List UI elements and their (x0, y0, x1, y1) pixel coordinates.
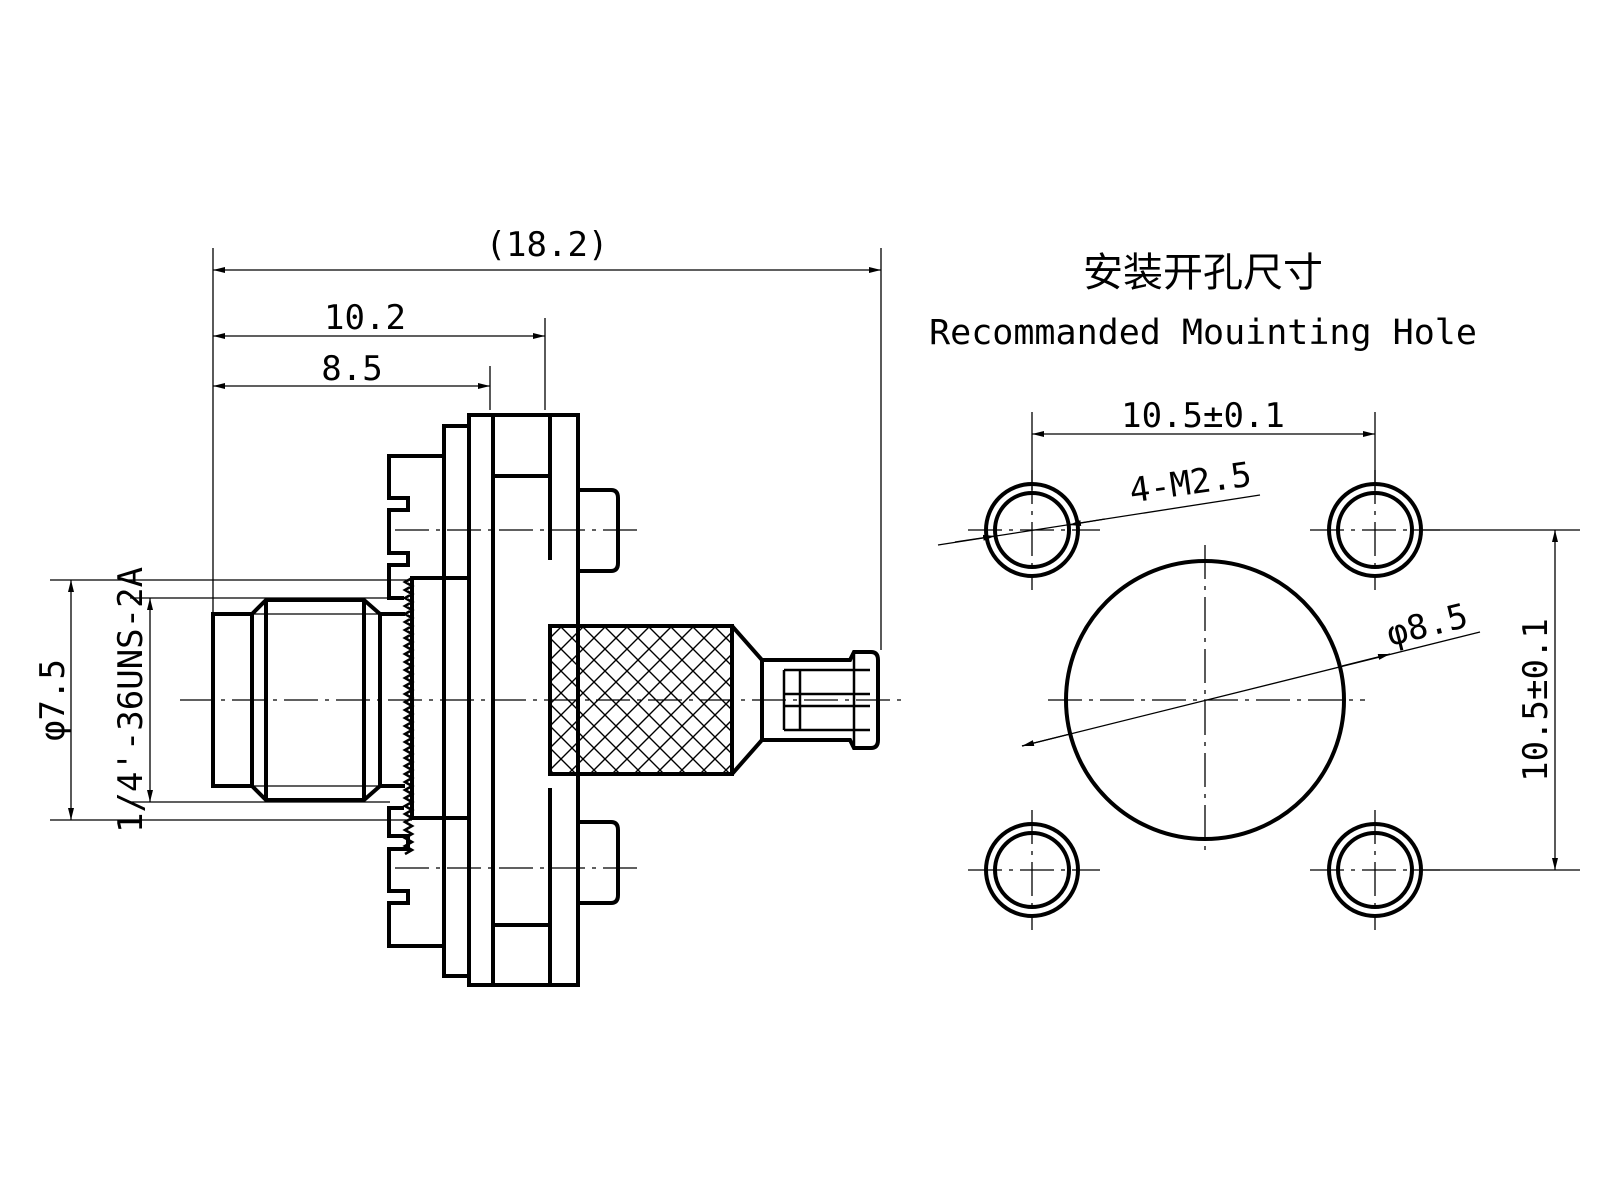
screw-head-bottom (387, 806, 444, 948)
thread-teeth (402, 576, 415, 856)
dim-horizontal: 10.5±0.1 (1121, 396, 1285, 436)
body-block (410, 576, 471, 820)
mounting-title-cn: 安装开孔尺寸 (1083, 250, 1323, 296)
mounting-title-en: Recommanded Mouinting Hole (929, 313, 1477, 353)
dim-flange: 10.2 (324, 298, 406, 338)
dim-leader-center-hole (1021, 631, 1481, 747)
flange-rear-plate (442, 424, 471, 978)
dim-vertical: 10.5±0.1 (1516, 618, 1556, 782)
dim-body: 8.5 (321, 349, 382, 389)
dim-overall: (18.2) (486, 225, 609, 265)
thread-spec: 1/4'-36UNS-2A (111, 567, 151, 833)
knurled-body (548, 624, 734, 776)
screw-nut-bottom (578, 820, 620, 905)
dim-diameter: φ7.5 (33, 659, 73, 741)
coupling-nut (250, 598, 382, 802)
rear-contact (762, 650, 880, 750)
mounting-hole-view: 安装开孔尺寸 Recommanded Mouinting Hole (929, 250, 1580, 930)
coupling-nut-face (211, 612, 254, 788)
connector-side-view: (18.2) 10.2 8.5 φ7.5 1/4'-36UNS-2A (33, 225, 905, 987)
dim-screw: 4-M2.5 (1127, 455, 1254, 512)
dim-center-hole: φ8.5 (1383, 596, 1472, 655)
screw-head-top (387, 454, 444, 600)
